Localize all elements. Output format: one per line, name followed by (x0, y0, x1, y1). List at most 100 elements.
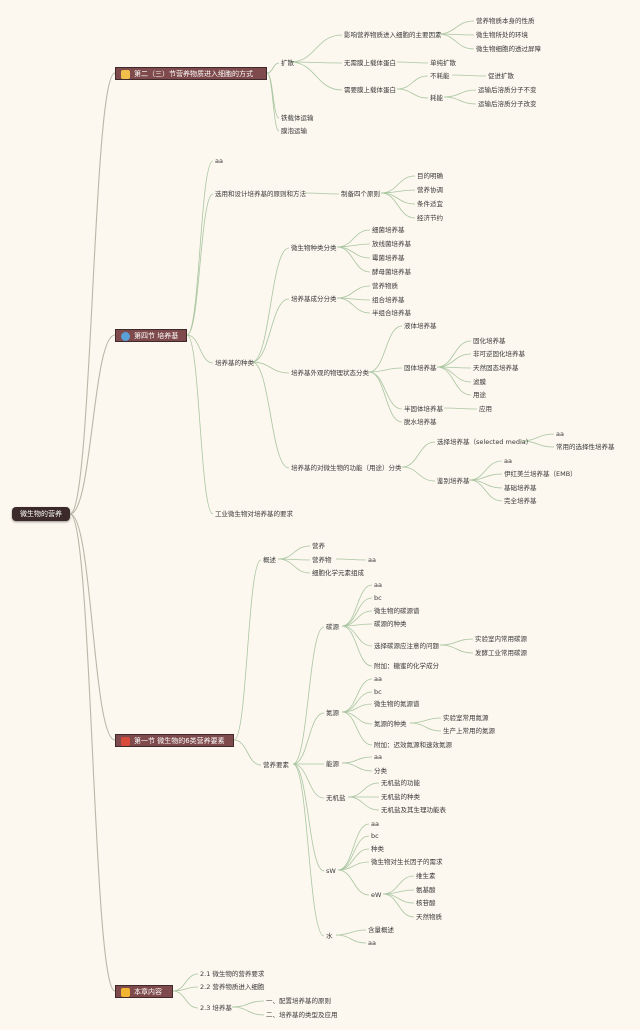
map-node-s3-yaosu[interactable]: 营养要素 (263, 761, 289, 769)
map-node-s1-kuosan[interactable]: 扩散 (281, 59, 294, 67)
map-node-s2-jb4[interactable]: 完全培养基 (504, 497, 537, 505)
map-node-s3-d2[interactable]: bc (374, 688, 382, 696)
map-node-s3-sw3[interactable]: 种类 (371, 845, 384, 853)
map-node-s3-n2[interactable]: 分类 (374, 767, 387, 775)
map-node-s3-d4a[interactable]: 实验室常用氮源 (443, 714, 489, 722)
map-node-s2-p2[interactable]: 营养协调 (417, 186, 443, 194)
section-node-medium[interactable]: 第四节 培养基 (115, 329, 187, 342)
map-node-s3-gaishu[interactable]: 概述 (263, 556, 276, 564)
map-node-s2-p3[interactable]: 条件适宜 (417, 200, 443, 208)
map-node-s3-neng[interactable]: 能源 (326, 760, 339, 768)
map-node-s4-i2[interactable]: 2.2 营养物质进入细胞 (200, 983, 265, 991)
map-node-s4-i3b[interactable]: 二、培养基的类型及应用 (266, 1011, 338, 1019)
map-node-s3-t5a[interactable]: 实验室内常用碳源 (475, 635, 527, 643)
map-node-s2-gongye[interactable]: 工业微生物对培养基的要求 (215, 510, 293, 518)
map-node-s3-gs2[interactable]: 营养物 (312, 556, 332, 564)
map-node-s3-sh1[interactable]: 含量概述 (368, 926, 394, 934)
map-node-s2-guti[interactable]: 固体培养基 (404, 364, 437, 372)
map-node-s1-paopao[interactable]: 膜泡运输 (281, 127, 307, 135)
map-node-s3-t5[interactable]: 选择碳源应注意的问题 (374, 642, 439, 650)
map-node-s4-i1[interactable]: 2.1 微生物的营养要求 (200, 970, 265, 978)
map-node-s3-wj2[interactable]: 无机盐的种类 (381, 793, 420, 801)
map-node-s2-wuli[interactable]: 培养基外观的物理状态分类 (291, 369, 369, 377)
map-node-s3-shui[interactable]: 水 (326, 932, 333, 940)
map-node-s2-c3[interactable]: 半组合培养基 (372, 309, 411, 317)
map-node-s1-carrier[interactable]: 需要膜上载体蛋白 (344, 86, 396, 94)
root-node[interactable]: 微生物的营养 (12, 507, 70, 521)
section-node-transport[interactable]: 第二（三）节营养物质进入细胞的方式 (115, 67, 267, 80)
map-node-s2-tuoshui[interactable]: 脱水培养基 (404, 418, 437, 426)
map-node-s2-jb1[interactable]: aa (504, 457, 512, 465)
map-node-s2-chengfen[interactable]: 培养基成分分类 (291, 295, 337, 303)
map-node-s3-e2[interactable]: 氨基酸 (416, 886, 436, 894)
map-node-s3-t3[interactable]: 微生物的碳源谱 (374, 607, 420, 615)
section-node-contents[interactable]: 本章内容 (115, 985, 173, 998)
map-node-s2-bangu[interactable]: 半固体培养基 (404, 405, 443, 413)
map-node-s3-e4[interactable]: 天然物质 (416, 913, 442, 921)
map-node-s2-g2[interactable]: 非可逆固化培养基 (473, 350, 525, 358)
map-node-s2-g3[interactable]: 天然固态培养基 (473, 364, 519, 372)
map-node-s1-cujin[interactable]: 促进扩散 (488, 72, 514, 80)
map-node-s2-g1[interactable]: 固化培养基 (473, 337, 506, 345)
map-node-s2-w3[interactable]: 霉菌培养基 (372, 254, 405, 262)
map-node-s4-i3a[interactable]: 一、配置培养基的原则 (266, 997, 331, 1005)
map-node-s2-xuanze[interactable]: 选择培养基（selected media） (437, 438, 533, 446)
map-node-s3-n1[interactable]: aa (374, 753, 382, 761)
map-node-s1-f2[interactable]: 微生物所处的环境 (476, 31, 528, 39)
map-node-s3-wuji[interactable]: 无机盐 (326, 794, 346, 802)
map-node-s1-tiedao[interactable]: 铁载体运输 (281, 114, 314, 122)
map-node-s3-t4[interactable]: 碳源的种类 (374, 620, 407, 628)
map-node-s2-jb2[interactable]: 伊红美兰培养基（EMB） (504, 470, 577, 478)
map-node-s1-f3[interactable]: 微生物细胞的透过屏障 (476, 45, 541, 53)
map-node-s2-jb3[interactable]: 基础培养基 (504, 484, 537, 492)
map-node-s2-zhibei[interactable]: 制备四个原则 (341, 190, 380, 198)
map-node-s2-wsw[interactable]: 微生物种类分类 (291, 244, 337, 252)
map-node-s2-c1[interactable]: 营养物质 (372, 282, 398, 290)
map-node-s1-f1[interactable]: 营养物质本身的性质 (476, 17, 535, 25)
map-node-s2-p4[interactable]: 经济节约 (417, 214, 443, 222)
map-node-s2-c2[interactable]: 组合培养基 (372, 296, 405, 304)
map-node-s3-tan[interactable]: 碳源 (326, 623, 339, 631)
map-node-s2-p1[interactable]: 目的明确 (417, 172, 443, 180)
map-node-s3-gs2_aa[interactable]: aa (368, 556, 376, 564)
map-node-s3-sh2[interactable]: aa (368, 939, 376, 947)
map-node-s3-sw1[interactable]: aa (371, 820, 379, 828)
map-node-s3-sw4[interactable]: 微生物对生长因子的需求 (371, 858, 443, 866)
map-node-s3-e1[interactable]: 维生素 (416, 872, 436, 880)
map-node-s1-factors[interactable]: 影响营养物质进入细胞的主要因素 (344, 31, 442, 39)
map-node-s4-i3[interactable]: 2.3 培养基 (200, 1004, 232, 1012)
map-node-s3-d4[interactable]: 氮源的种类 (374, 720, 407, 728)
map-node-s3-t5b[interactable]: 发酵工业常用碳源 (475, 649, 527, 657)
map-node-s3-sw[interactable]: sW (326, 867, 336, 875)
map-node-s3-t2[interactable]: bc (374, 594, 382, 602)
map-node-s3-wj3[interactable]: 无机盐及其生理功能表 (381, 806, 446, 814)
map-node-s2-jianbie[interactable]: 鉴别培养基 (437, 477, 470, 485)
map-node-s3-t6[interactable]: 附加：糖蜜的化学成分 (374, 662, 439, 670)
map-node-s1-nocarrier[interactable]: 无需膜上载体蛋白 (344, 59, 396, 67)
map-node-s3-ew[interactable]: eW (371, 891, 382, 899)
map-node-s2-aa[interactable]: aa (215, 157, 223, 165)
map-node-s3-gs1[interactable]: 营养 (312, 542, 325, 550)
map-node-s1-yunshu1[interactable]: 运输后溶质分子不变 (478, 86, 537, 94)
map-node-s3-d4b[interactable]: 生产上常用的氮源 (443, 727, 495, 735)
map-node-s3-e3[interactable]: 核苷酸 (416, 899, 436, 907)
map-node-s2-xuanyong[interactable]: 选用和设计培养基的原则和方法 (215, 190, 306, 198)
map-node-s2-gongneng[interactable]: 培养基的对微生物的功能（用途）分类 (291, 464, 402, 472)
map-node-s2-yingyong[interactable]: 应用 (479, 405, 492, 413)
section-node-nutrients[interactable]: 第一节 微生物的6类营养要素 (115, 734, 234, 747)
map-node-s3-t1[interactable]: aa (374, 581, 382, 589)
map-node-s2-w2[interactable]: 放线菌培养基 (372, 240, 411, 248)
map-node-s2-w1[interactable]: 细菌培养基 (372, 226, 405, 234)
map-node-s3-sw2[interactable]: bc (371, 832, 379, 840)
map-node-s3-wj1[interactable]: 无机盐的功能 (381, 779, 420, 787)
map-node-s1-yunshu2[interactable]: 运输后溶质分子改变 (478, 100, 537, 108)
map-node-s1-danchun[interactable]: 单纯扩散 (430, 59, 456, 67)
map-node-s2-zhonglei[interactable]: 培养基的种类 (215, 359, 254, 367)
map-node-s2-g4[interactable]: 滤膜 (473, 378, 486, 386)
map-node-s3-d1[interactable]: aa (374, 675, 382, 683)
map-node-s1-nonenergy[interactable]: 不耗能 (430, 72, 450, 80)
map-node-s3-d5[interactable]: 附加：迟效氮源和速效氮源 (374, 741, 452, 749)
map-node-s2-g5[interactable]: 用途 (473, 391, 486, 399)
map-node-s3-dan[interactable]: 氮源 (326, 709, 339, 717)
map-node-s1-energy[interactable]: 耗能 (430, 94, 443, 102)
